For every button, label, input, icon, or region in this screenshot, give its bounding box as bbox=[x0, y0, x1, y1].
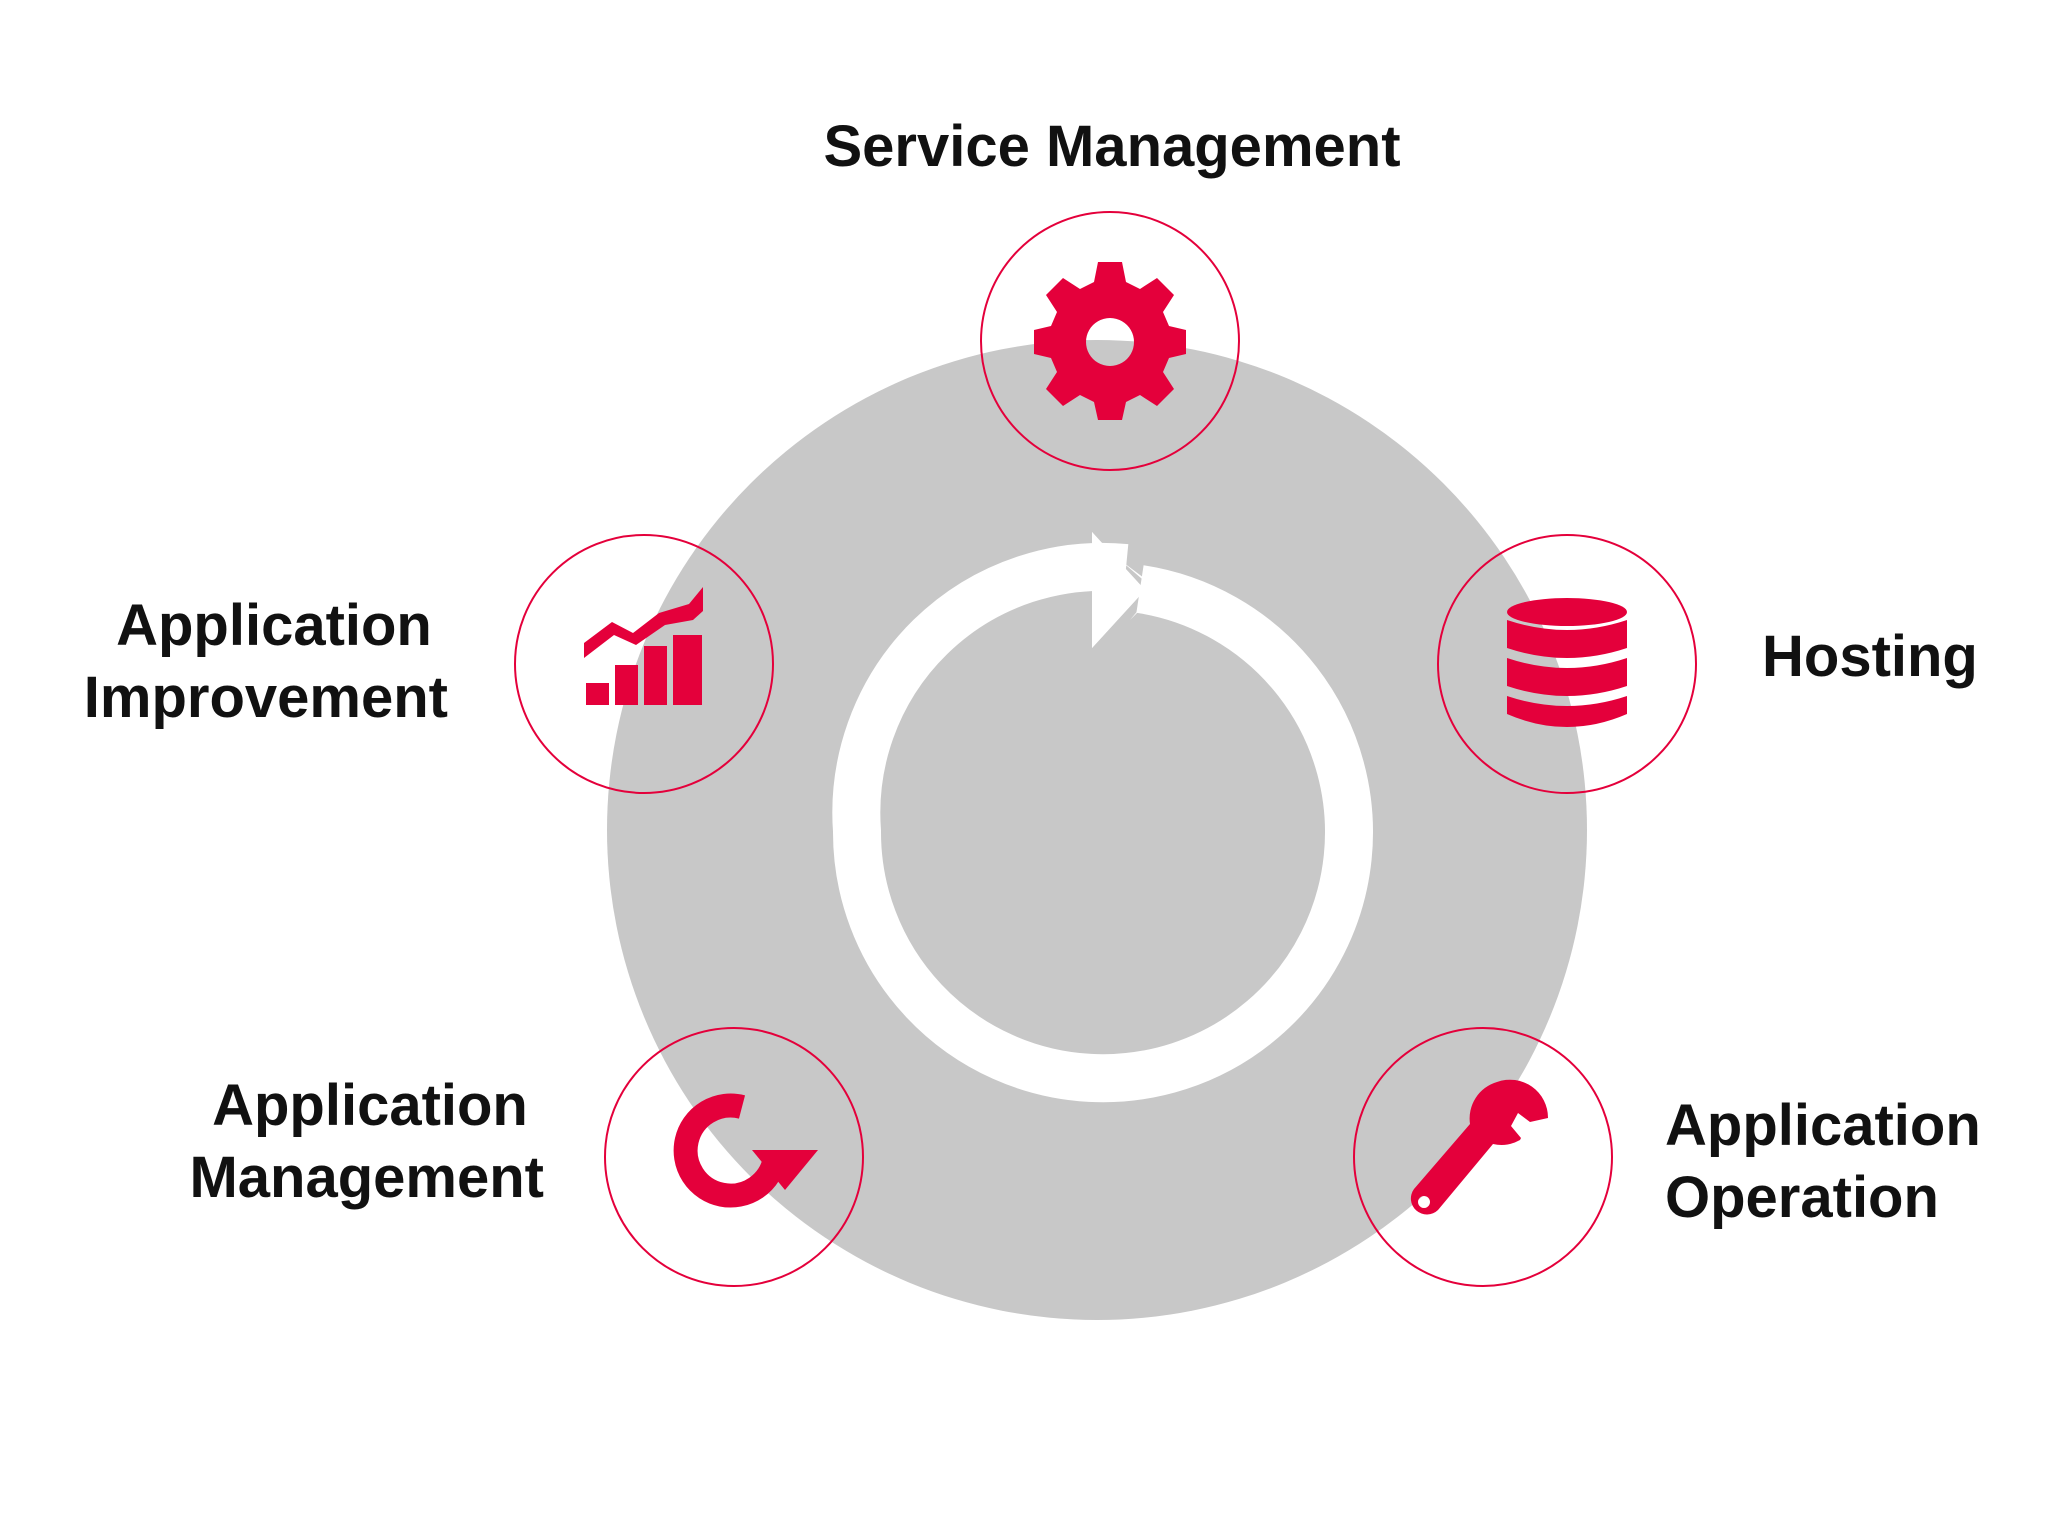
label-line-2: Improvement bbox=[84, 665, 448, 730]
node-circle bbox=[980, 211, 1240, 471]
label-line-1: Application bbox=[116, 593, 432, 658]
node-application-operation: Application Operation bbox=[1353, 1027, 1997, 1287]
wrench-icon bbox=[1410, 1079, 1549, 1215]
gear-icon bbox=[1034, 262, 1186, 420]
background-disc bbox=[607, 340, 1587, 1320]
growth-chart-icon bbox=[584, 587, 703, 705]
node-label: Application Operation bbox=[1665, 1093, 1997, 1230]
node-service-management: Service Management bbox=[823, 114, 1401, 471]
node-circle bbox=[1353, 1027, 1613, 1287]
node-circle bbox=[604, 1027, 864, 1287]
label-line-1: Service Management bbox=[823, 114, 1400, 179]
node-application-improvement: Application Improvement bbox=[84, 534, 774, 794]
node-circle bbox=[1437, 534, 1697, 794]
label-line-1: Hosting bbox=[1762, 624, 1978, 689]
node-application-management: Application Management bbox=[189, 1027, 864, 1287]
cycle-arrow-icon bbox=[832, 532, 1373, 1103]
refresh-icon bbox=[673, 1093, 818, 1208]
label-line-1: Application bbox=[1665, 1093, 1981, 1158]
node-circle bbox=[514, 534, 774, 794]
node-label: Service Management bbox=[823, 114, 1400, 179]
node-label: Hosting bbox=[1762, 624, 1978, 689]
database-icon bbox=[1507, 598, 1627, 727]
node-label: Application Improvement bbox=[84, 593, 448, 730]
label-line-2: Operation bbox=[1665, 1165, 1939, 1230]
label-line-1: Application bbox=[212, 1073, 528, 1138]
node-hosting: Hosting bbox=[1437, 534, 1978, 794]
label-line-2: Management bbox=[189, 1145, 544, 1210]
node-label: Application Management bbox=[189, 1073, 544, 1210]
